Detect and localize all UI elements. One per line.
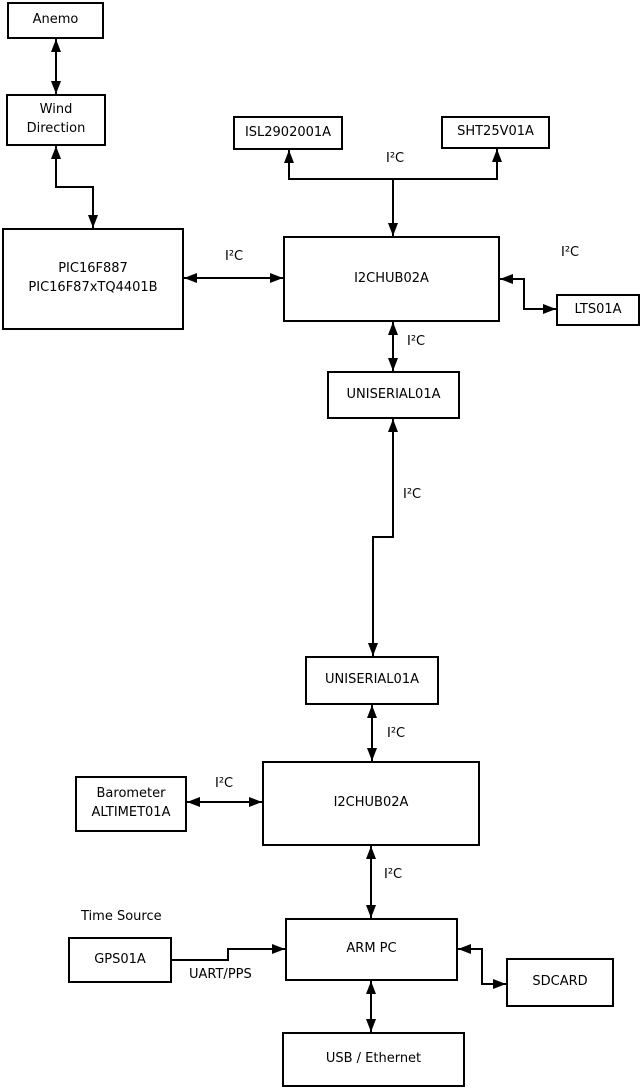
- i2c-label-sensors: I²C: [386, 151, 405, 166]
- i2c-label-hub2-arm: I²C: [384, 867, 403, 882]
- sdcard-label: SDCARD: [532, 974, 588, 990]
- connector-hub1-lts: [500, 274, 556, 314]
- i2c-label-uniserial-link: I²C: [403, 487, 422, 502]
- i2c-hub-top-label: I2CHUB02A: [354, 270, 429, 286]
- sdcard-box: SDCARD: [506, 958, 614, 1007]
- sht-sensor-box: SHT25V01A: [441, 116, 550, 149]
- gps-label: GPS01A: [94, 951, 146, 967]
- i2c-hub-bottom-box: I2CHUB02A: [262, 761, 480, 846]
- pic-box: PIC16F887 PIC16F87xTQ4401B: [2, 228, 184, 330]
- anemo-label: Anemo: [32, 12, 79, 28]
- connector-arm-sdcard: [458, 944, 506, 989]
- connector-wind-pic: [51, 146, 98, 228]
- barometer-box: Barometer ALTIMET01A: [75, 776, 187, 832]
- arm-pc-box: ARM PC: [285, 918, 458, 981]
- anemo-box: Anemo: [7, 2, 104, 39]
- i2c-label-pic-hub: I²C: [225, 249, 244, 264]
- uniserial-top-box: UNISERIAL01A: [327, 371, 460, 419]
- i2c-label-hub-lts: I²C: [561, 245, 580, 260]
- wind-direction-box: Wind Direction: [6, 94, 106, 146]
- i2c-hub-bottom-label: I2CHUB02A: [333, 795, 409, 811]
- wind-direction-label: Wind Direction: [26, 102, 86, 136]
- i2c-label-barometer-hub2: I²C: [215, 776, 234, 791]
- uart-pps-label: UART/PPS: [189, 967, 252, 982]
- isl-sensor-label: ISL2902001A: [244, 124, 332, 140]
- isl-sensor-box: ISL2902001A: [233, 116, 343, 150]
- uniserial-top-label: UNISERIAL01A: [346, 386, 441, 402]
- lts-sensor-box: LTS01A: [556, 294, 640, 326]
- connector-uniserial1-uniserial2: [368, 419, 398, 656]
- i2c-label-uniserial-hub2: I²C: [387, 726, 406, 741]
- i2c-hub-top-box: I2CHUB02A: [283, 236, 500, 322]
- usb-ethernet-label: USB / Ethernet: [325, 1051, 422, 1067]
- barometer-label: Barometer ALTIMET01A: [91, 786, 171, 820]
- time-source-label: Time Source: [81, 909, 162, 924]
- usb-ethernet-box: USB / Ethernet: [282, 1032, 465, 1087]
- uniserial-bottom-label: UNISERIAL01A: [325, 672, 419, 688]
- arm-pc-label: ARM PC: [346, 941, 397, 957]
- pic-label: PIC16F887 PIC16F87xTQ4401B: [28, 261, 158, 295]
- connector-gps-arm: [172, 944, 285, 961]
- uniserial-bottom-box: UNISERIAL01A: [305, 656, 439, 705]
- sht-sensor-label: SHT25V01A: [457, 124, 534, 140]
- i2c-label-hub-uniserial: I²C: [407, 334, 426, 349]
- gps-box: GPS01A: [68, 937, 172, 983]
- lts-sensor-label: LTS01A: [574, 301, 622, 317]
